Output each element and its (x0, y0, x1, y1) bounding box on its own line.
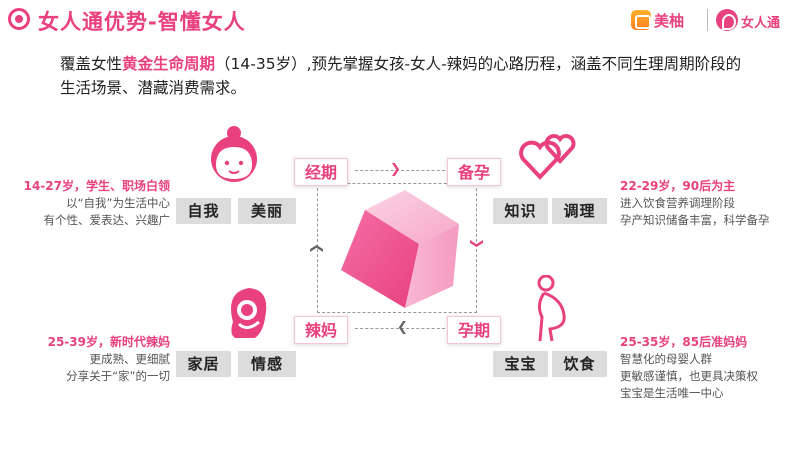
page-title: 女人通优势-智懂女人 (38, 10, 246, 34)
logo-divider (707, 9, 708, 31)
desc-top-right: 22-29岁，90后为主 进入饮食营养调理阶段 孕产知识储备丰富，科学备孕 (620, 178, 800, 229)
pink-cube-icon (341, 190, 459, 308)
desc-bottom-right-line: 智慧化的母婴人群 (620, 352, 712, 366)
desc-top-right-line: 进入饮食营养调理阶段 (620, 196, 735, 210)
mother-baby-icon (231, 288, 267, 338)
desc-bottom-right-line: 更敏感谨慎，也更具决策权 (620, 369, 758, 383)
top-connector (355, 170, 450, 171)
girl-face-icon (211, 126, 257, 182)
stage-lama: 辣妈 (294, 316, 348, 344)
tag-jiaju: 家居 (176, 351, 231, 377)
desc-top-left: 14-27岁，学生、职场白领 以“自我”为生活中心 有个性、爱表达、兴趣广 (0, 178, 170, 229)
meiyou-logo-text: 美柚 (654, 12, 685, 30)
pregnant-woman-icon (537, 275, 566, 342)
stage-yunqi: 孕期 (447, 316, 501, 344)
bottom-connector (355, 328, 450, 329)
arrow-up-icon: ❯ (308, 243, 324, 254)
desc-bottom-right-head: 25-35岁，85后准妈妈 (620, 335, 748, 349)
desc-bottom-right-line: 宝宝是生活唯一中心 (620, 386, 724, 400)
tag-meili: 美丽 (238, 198, 296, 224)
desc-top-left-line: 有个性、爱表达、兴趣广 (43, 213, 171, 227)
stage-beiyun: 备孕 (447, 158, 501, 186)
arrow-down-icon: ❯ (468, 238, 484, 249)
nvrentong-logo-icon (716, 9, 738, 31)
desc-bottom-right: 25-35岁，85后准妈妈 智慧化的母婴人群 更敏感谨慎，也更具决策权 宝宝是生… (620, 334, 800, 402)
intro-pre: 覆盖女性 (60, 55, 123, 73)
tag-tiaoli: 调理 (552, 198, 607, 224)
desc-top-right-line: 孕产知识储备丰富，科学备孕 (620, 213, 770, 227)
intro-paragraph: 覆盖女性黄金生命周期（14-35岁）,预先掌握女孩-女人-辣妈的心路历程，涵盖不… (60, 52, 750, 100)
desc-top-left-line: 以“自我”为生活中心 (66, 196, 170, 210)
desc-bottom-left-line: 分享关于“家”的一切 (66, 369, 170, 383)
tag-baobao: 宝宝 (493, 351, 548, 377)
desc-bottom-left-line: 更成熟、更细腻 (89, 352, 171, 366)
cycle-dashed-loop (317, 183, 477, 313)
intro-highlight: 黄金生命周期 (122, 55, 216, 73)
arrow-left-icon: ❯ (397, 320, 408, 335)
tag-ziwo: 自我 (176, 198, 231, 224)
desc-bottom-left: 25-39岁，新时代辣妈 更成熟、更细腻 分享关于“家”的一切 (0, 334, 170, 385)
desc-top-right-head: 22-29岁，90后为主 (620, 179, 736, 193)
desc-top-left-head: 14-27岁，学生、职场白领 (23, 179, 170, 193)
tag-yinshi: 饮食 (552, 351, 607, 377)
intro-post: （14-35岁）,预先掌握女孩-女人-辣妈的心路历程，涵盖不同生理周期阶段的生活… (60, 55, 742, 97)
arrow-right-icon: ❯ (390, 162, 401, 177)
tag-qinggan: 情感 (238, 351, 296, 377)
meiyou-logo-icon (631, 10, 651, 30)
stage-jingqi: 经期 (294, 158, 348, 186)
nvrentong-logo-text: 女人通 (741, 16, 781, 31)
target-icon (8, 8, 30, 30)
desc-bottom-left-head: 25-39岁，新时代辣妈 (47, 335, 170, 349)
tag-zhishi: 知识 (493, 198, 548, 224)
two-hearts-icon (519, 134, 576, 180)
